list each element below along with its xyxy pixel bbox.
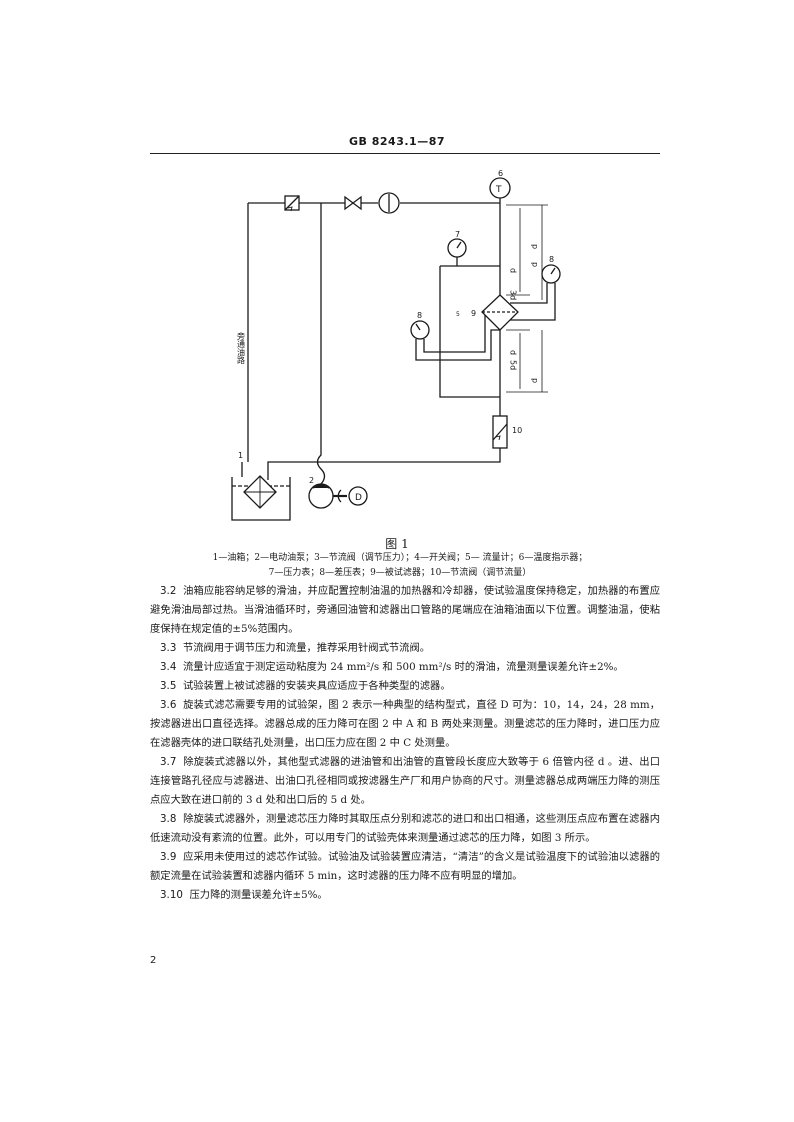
label-8-right: 8: [549, 255, 554, 264]
paragraph-3-6: 3.6 旋装式滤芯需要专用的试验架，图 2 表示一种典型的结构型式，直径 D 可…: [150, 699, 661, 749]
page-number: 2: [150, 955, 157, 966]
dim-d-upper-label: d: [509, 268, 518, 273]
dim-p-upper-label: p: [531, 244, 540, 249]
label-9: 9: [471, 309, 476, 318]
dim-p-mid-label: p: [531, 262, 540, 267]
temperature-indicator: [489, 177, 511, 199]
flow-meter: [378, 192, 400, 214]
label-7: 7: [455, 230, 460, 239]
paragraph-3-5: 3.5 试验装置上被试滤器的安装夹具应适应于各种类型的滤器。: [160, 680, 451, 692]
label-10: 10: [512, 426, 522, 435]
bypass-line-label: 旁通油路: [237, 331, 246, 364]
dim-d-lower-label: d: [509, 350, 518, 355]
pressure-gauge: [447, 238, 467, 266]
label-1: 1: [238, 451, 243, 460]
body-text: 3.2 油箱应能容纳足够的滑油，并应配置控制油温的加热器和冷却器，使试验温度保持…: [150, 582, 660, 905]
on-off-valve: [344, 195, 362, 211]
oil-tank: [231, 462, 291, 521]
paragraph-3-4: 3.4 流量计应适宜于测定运动粘度为 24 mm²/s 和 500 mm²/s …: [160, 661, 624, 673]
label-6: 6: [498, 169, 503, 178]
temperature-symbol: T: [495, 185, 502, 195]
electric-pump: [308, 483, 368, 509]
paragraph-3-3: 3.3 节流阀用于调节压力和流量，推荐采用针阀式节流阀。: [160, 642, 431, 654]
label-8-left: 8: [417, 311, 422, 320]
header-rule: [150, 153, 660, 154]
paragraph-3-9: 3.9 应采用未使用过的滤芯作试验。试验油及试验装置应清洁，“清洁”的含义是试验…: [150, 851, 661, 882]
figure-caption-line-2: 7—压力表；8—差压表；9—被试滤器；10—节流阀（调节流量）: [268, 568, 532, 578]
paragraph-3-8: 3.8 除旋装式滤器外，测量滤芯压力降时其取压点分别和滤芯的进口和出口相通，这些…: [150, 813, 661, 844]
filter-under-test: [481, 294, 519, 331]
standard-code-header: GB 8243.1—87: [349, 135, 445, 148]
paragraph-3-10: 3.10 压力降的测量误差允许±5%。: [160, 889, 328, 901]
throttle-valve-pressure: [284, 195, 300, 212]
dimension-lines: [506, 204, 548, 393]
circuit-lines: [247, 188, 501, 500]
motor-symbol: D: [355, 493, 362, 503]
differential-gauge-left: [410, 311, 500, 361]
test-circuit-diagram: 1 2 6 7 8 8 9 10 5 T D 旁通油路 3d 5d d d p …: [231, 169, 561, 521]
paragraph-3-7: 3.7 除旋装式滤器以外，其他型式滤器的进油管和出油管的直管段长度应大致等于 6…: [150, 756, 661, 806]
dim-p-lower-label: p: [531, 378, 540, 383]
dim-5d-label: 5d: [509, 360, 518, 370]
dim-3d-label: 3d: [509, 290, 518, 300]
figure-title: 图 1: [385, 537, 409, 551]
paragraph-3-2: 3.2 油箱应能容纳足够的滑油，并应配置控制油温的加热器和冷却器，使试验温度保持…: [150, 585, 661, 635]
label-2: 2: [309, 476, 314, 485]
throttle-valve-flow: [492, 415, 508, 449]
diagram-labels: 1 2 6 7 8 8 9 10 5 T D 旁通油路 3d 5d d d p …: [237, 169, 555, 503]
label-small: 5: [456, 311, 460, 318]
figure-caption-line-1: 1—油箱；2—电动油泵；3—节流阀（调节压力）；4—开关阀；5— 流量计；6—温…: [212, 553, 588, 563]
